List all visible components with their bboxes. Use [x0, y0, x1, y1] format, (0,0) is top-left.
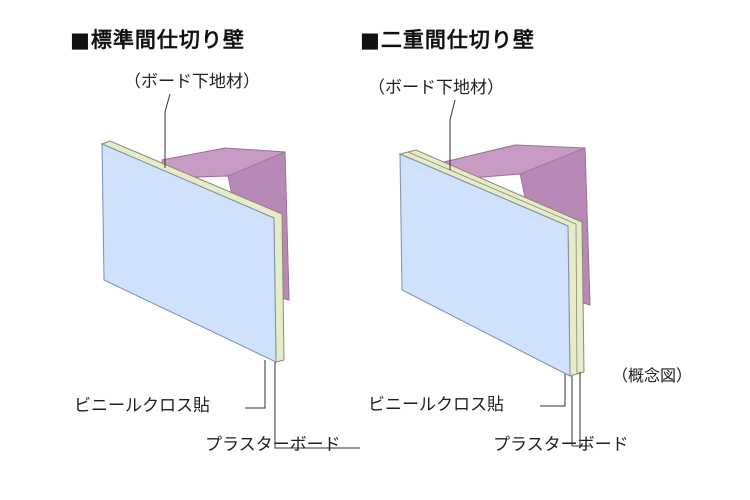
standard-base-material-label: （ボード下地材）	[124, 72, 260, 92]
standard-wall-title: ■標準間仕切り壁	[70, 28, 245, 52]
vinyl-cloth-face-double	[399, 153, 571, 377]
standard-wall-illustration	[100, 93, 360, 449]
double-plaster-board-label: プラスターボード	[493, 435, 629, 455]
base-label-leader-double	[449, 99, 456, 170]
cloth-label-leader	[245, 360, 266, 409]
double-wall-illustration	[398, 99, 591, 447]
base-label-leader	[164, 93, 171, 168]
concept-diagram-note: （概念図）	[612, 366, 693, 385]
double-wall-title: ■二重間仕切り壁	[360, 28, 535, 52]
double-vinyl-cloth-label: ビニールクロス貼	[368, 395, 504, 415]
standard-vinyl-cloth-label: ビニールクロス貼	[74, 396, 210, 416]
standard-plaster-board-label: プラスターボード	[205, 435, 341, 455]
vinyl-cloth-face	[101, 143, 277, 363]
board-label-leader	[274, 362, 360, 449]
cloth-label-leader-double	[540, 374, 566, 407]
double-base-material-label: （ボード下地材）	[368, 78, 504, 98]
